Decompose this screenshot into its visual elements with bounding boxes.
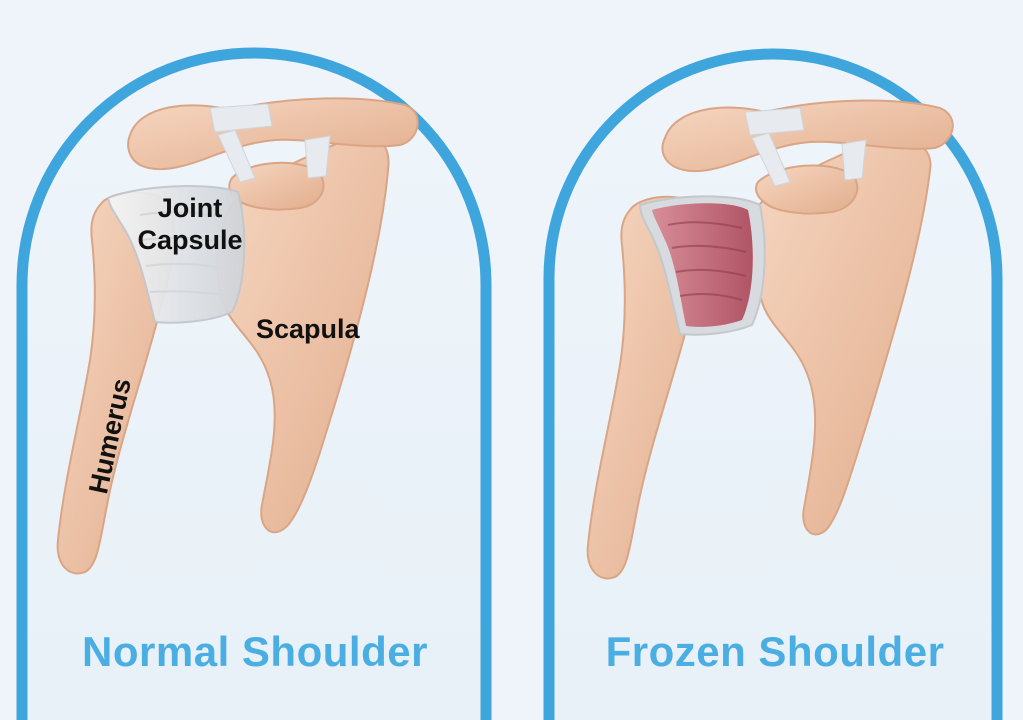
- frozen-shoulder-title: Frozen Shoulder: [545, 622, 1005, 682]
- joint-capsule-label-line1: Joint: [130, 192, 250, 224]
- right-ligament-3: [842, 140, 866, 180]
- normal-shoulder-title: Normal Shoulder: [20, 622, 490, 682]
- joint-capsule-label-line2: Capsule: [130, 224, 250, 256]
- joint-capsule-label: Joint Capsule: [130, 192, 250, 256]
- left-ligament-3: [305, 136, 330, 178]
- frozen-shoulder-panel: [549, 54, 997, 720]
- scapula-label: Scapula: [256, 313, 360, 345]
- normal-shoulder-panel: [22, 53, 486, 720]
- right-ligament-1: [745, 108, 804, 135]
